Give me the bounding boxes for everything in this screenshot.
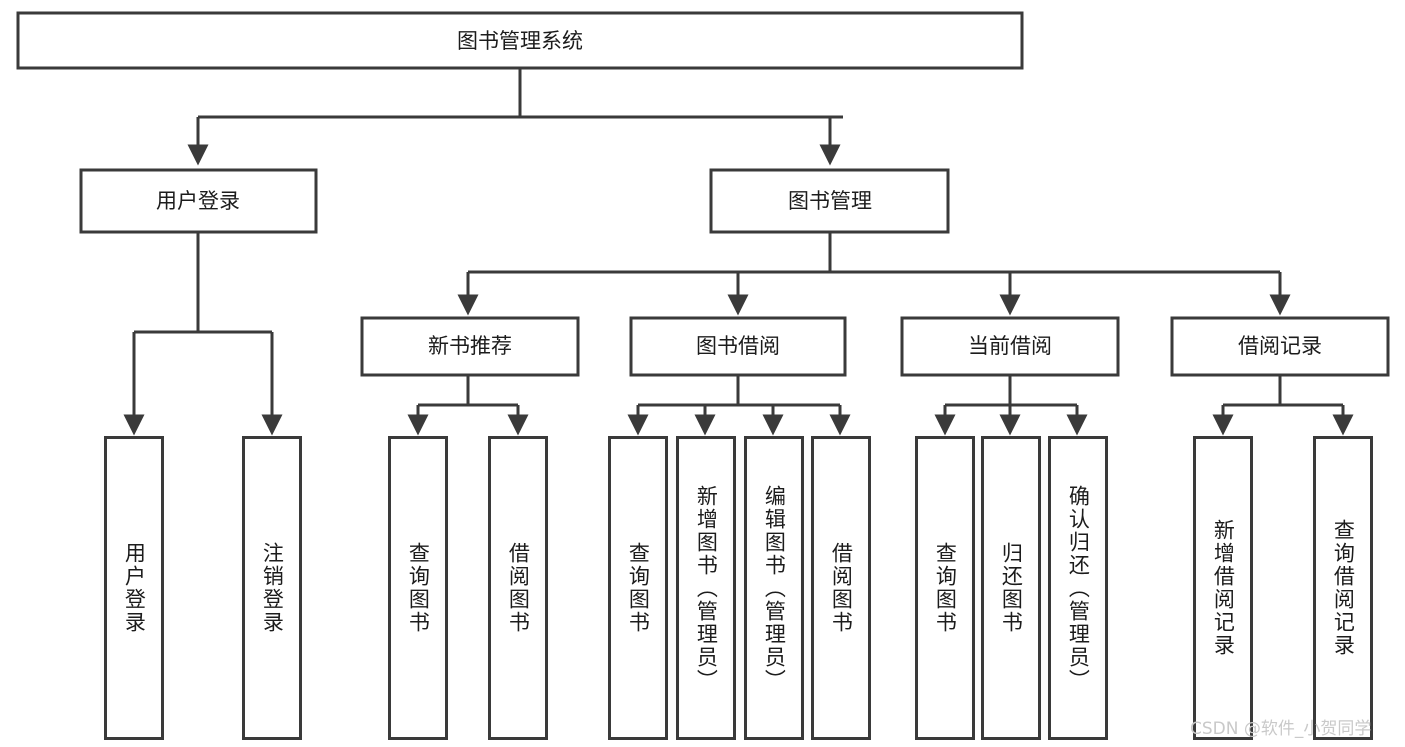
edges-book-manage-to-level3 [457, 232, 1291, 316]
node-root-system[interactable]: 图书管理系统 [16, 11, 1024, 70]
leaf-new-book-borrow[interactable]: 借阅图书 [488, 436, 548, 740]
node-current-borrow[interactable]: 当前借阅 [900, 316, 1120, 377]
node-new-book-recommend[interactable]: 新书推荐 [360, 316, 580, 377]
leaf-book-borrow-edit[interactable]: 编辑图书（管理员） [744, 436, 804, 740]
leaf-label: 归还图书 [999, 542, 1024, 634]
leaf-borrow-record-query[interactable]: 查询借阅记录 [1313, 436, 1373, 740]
leaf-label: 确认归还（管理员） [1066, 484, 1091, 692]
leaf-label: 查询图书 [626, 542, 651, 634]
leaf-label: 用户登录 [122, 542, 147, 634]
leaf-new-book-query[interactable]: 查询图书 [388, 436, 448, 740]
edges-current-borrow-to-leaves [934, 375, 1088, 436]
node-book-borrow[interactable]: 图书借阅 [629, 316, 847, 377]
node-root-system-label: 图书管理系统 [457, 29, 583, 53]
leaf-book-borrow-query[interactable]: 查询图书 [608, 436, 668, 740]
leaf-label: 新增借阅记录 [1211, 519, 1236, 657]
leaf-label: 查询图书 [406, 542, 431, 634]
leaf-user-login-logout[interactable]: 注销登录 [242, 436, 302, 740]
leaf-current-borrow-confirm-return[interactable]: 确认归还（管理员） [1048, 436, 1108, 740]
edges-root-to-level2 [187, 68, 843, 166]
leaf-label: 编辑图书（管理员） [762, 484, 787, 692]
leaf-label: 查询图书 [933, 542, 958, 634]
leaf-label: 新增图书（管理员） [694, 484, 719, 692]
node-borrow-record-label: 借阅记录 [1238, 334, 1322, 358]
leaf-current-borrow-query[interactable]: 查询图书 [915, 436, 975, 740]
node-book-management[interactable]: 图书管理 [709, 168, 950, 234]
node-book-management-label: 图书管理 [788, 189, 872, 213]
leaf-label: 借阅图书 [506, 542, 531, 634]
node-new-book-recommend-label: 新书推荐 [428, 334, 512, 358]
leaf-label: 注销登录 [260, 542, 285, 634]
edges-borrow-record-to-leaves [1212, 375, 1354, 436]
edges-user-login-to-leaves [123, 232, 283, 436]
node-book-borrow-label: 图书借阅 [696, 334, 780, 358]
edges-book-borrow-to-leaves [627, 375, 851, 436]
leaf-label: 查询借阅记录 [1331, 519, 1356, 657]
leaf-user-login-login[interactable]: 用户登录 [104, 436, 164, 740]
leaf-current-borrow-return[interactable]: 归还图书 [981, 436, 1041, 740]
leaf-book-borrow-add[interactable]: 新增图书（管理员） [676, 436, 736, 740]
node-current-borrow-label: 当前借阅 [968, 334, 1052, 358]
node-user-login-label: 用户登录 [156, 189, 240, 213]
leaf-label: 借阅图书 [829, 542, 854, 634]
edges-new-book-to-leaves [407, 375, 529, 436]
node-user-login[interactable]: 用户登录 [79, 168, 318, 234]
leaf-borrow-record-add[interactable]: 新增借阅记录 [1193, 436, 1253, 740]
node-borrow-record[interactable]: 借阅记录 [1170, 316, 1390, 377]
leaf-book-borrow-borrow[interactable]: 借阅图书 [811, 436, 871, 740]
